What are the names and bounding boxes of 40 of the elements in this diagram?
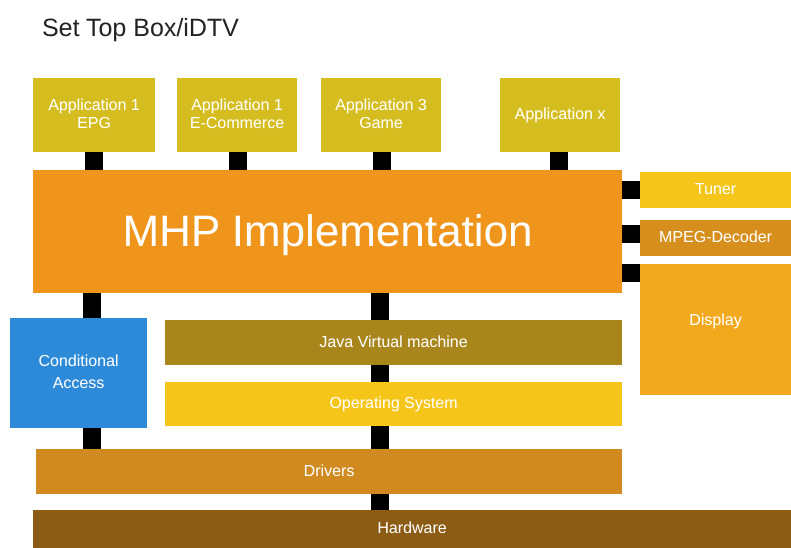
connector xyxy=(373,152,391,170)
layer-box xyxy=(10,318,147,428)
layer-label: Display xyxy=(689,312,742,330)
layer-label: Application x xyxy=(514,106,606,124)
layer-box xyxy=(640,220,791,256)
connector xyxy=(371,426,389,449)
connector xyxy=(83,428,101,449)
connector xyxy=(85,152,103,170)
layer-box xyxy=(640,264,791,395)
layer-box xyxy=(177,78,297,152)
connector xyxy=(371,494,389,510)
layer-label: MHP Implementation xyxy=(122,206,533,256)
layer-box xyxy=(33,510,791,548)
layer-box xyxy=(640,172,791,208)
layer-box xyxy=(165,320,622,365)
connector xyxy=(371,365,389,382)
layer-label: Application 1 E-Commerce xyxy=(188,97,286,133)
diagram-title: Set Top Box/iDTV xyxy=(42,14,239,43)
connector xyxy=(550,152,568,170)
connector xyxy=(229,152,247,170)
layer-label: Java Virtual machine xyxy=(319,334,468,352)
layer-box xyxy=(165,382,622,426)
layer-label: Application 1 EPG xyxy=(47,97,141,133)
layer-box xyxy=(33,170,622,293)
connector xyxy=(83,293,101,318)
connector xyxy=(622,264,640,282)
connector xyxy=(622,181,640,199)
layer-label: Operating System xyxy=(329,395,458,413)
layer-label: Hardware xyxy=(377,520,447,538)
layer-box xyxy=(33,78,155,152)
layer-label: Drivers xyxy=(304,462,354,480)
connector xyxy=(371,293,389,320)
layer-label: Application 3 Game xyxy=(334,97,428,133)
layer-label: Conditional Access xyxy=(37,352,120,394)
layer-box xyxy=(36,449,622,494)
connector xyxy=(622,225,640,243)
layer-box xyxy=(321,78,441,152)
layer-label: MPEG-Decoder xyxy=(659,229,772,247)
layer-box xyxy=(500,78,620,152)
layer-label: Tuner xyxy=(694,181,736,199)
